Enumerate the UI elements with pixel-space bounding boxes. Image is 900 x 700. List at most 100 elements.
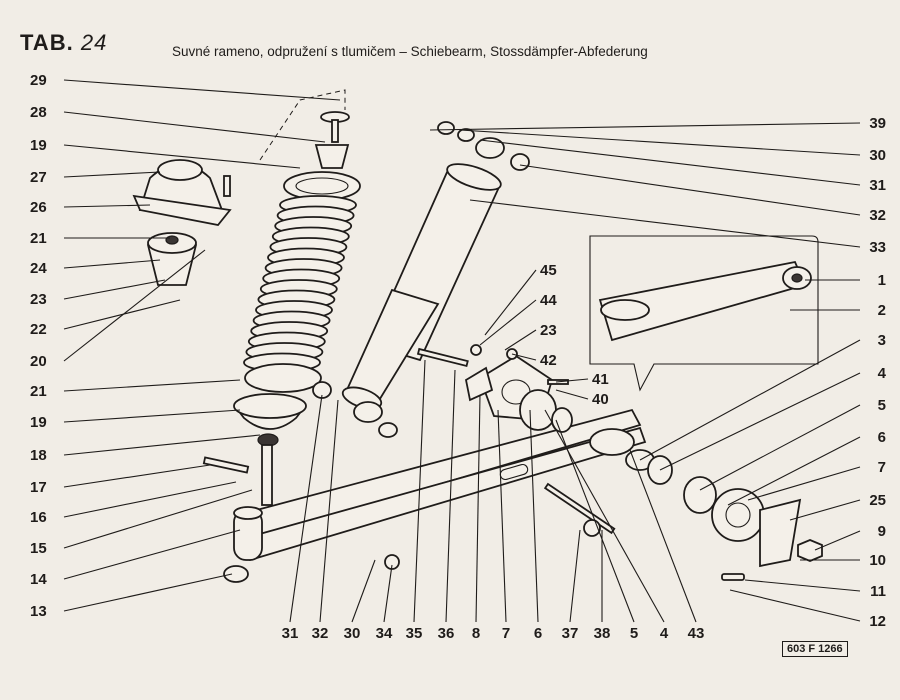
callout-bottom-7: 7 bbox=[502, 625, 510, 642]
callout-bottom-0: 31 bbox=[282, 625, 299, 642]
leader-line bbox=[63, 279, 166, 300]
leader-line bbox=[63, 573, 233, 612]
callout-right-1: 30 bbox=[869, 147, 886, 164]
callout-mid-0: 45 bbox=[540, 262, 557, 279]
diagram-caption: Suvné rameno, odpružení s tlumičem – Sch… bbox=[172, 44, 648, 59]
callout-bottom-5: 36 bbox=[438, 625, 455, 642]
leader-line bbox=[469, 199, 861, 248]
swing-arm bbox=[233, 408, 647, 562]
leader-line bbox=[63, 249, 206, 362]
tab-label: TAB. 24 bbox=[20, 30, 107, 56]
leader-line bbox=[555, 378, 589, 383]
callout-left-15: 15 bbox=[30, 540, 47, 557]
callout-left-1: 28 bbox=[30, 104, 47, 121]
leader-line bbox=[63, 171, 161, 178]
callout-left-16: 14 bbox=[30, 571, 47, 588]
inset-detail bbox=[589, 235, 819, 392]
callout-left-2: 19 bbox=[30, 137, 47, 154]
leader-line bbox=[639, 339, 861, 461]
leader-line bbox=[511, 353, 537, 361]
callout-right-11: 7 bbox=[878, 459, 886, 476]
leader-line bbox=[63, 489, 253, 549]
leader-line bbox=[63, 464, 211, 488]
callout-right-7: 3 bbox=[878, 332, 886, 349]
callout-mid-2: 23 bbox=[540, 322, 557, 339]
callout-bottom-4: 35 bbox=[406, 625, 423, 642]
callout-mid-1: 44 bbox=[540, 292, 557, 309]
callout-left-6: 24 bbox=[30, 260, 47, 277]
tab-prefix: TAB. bbox=[20, 30, 74, 55]
bearing-plate bbox=[416, 347, 616, 537]
leader-line bbox=[63, 481, 237, 518]
callout-right-0: 39 bbox=[869, 115, 886, 132]
leader-line bbox=[497, 409, 507, 623]
leader-line bbox=[63, 79, 341, 101]
callout-mid-3: 42 bbox=[540, 352, 557, 369]
callout-left-17: 13 bbox=[30, 603, 47, 620]
leader-line bbox=[63, 259, 161, 269]
leader-line bbox=[289, 394, 323, 623]
callout-left-4: 26 bbox=[30, 199, 47, 216]
callout-right-4: 33 bbox=[869, 239, 886, 256]
callout-bottom-12: 4 bbox=[660, 625, 669, 642]
callout-bottom-11: 5 bbox=[630, 625, 638, 642]
leader-line bbox=[63, 111, 326, 143]
shock-absorber bbox=[341, 137, 505, 423]
leader-line bbox=[459, 129, 861, 156]
callout-left-7: 23 bbox=[30, 291, 47, 308]
coil-spring bbox=[233, 171, 361, 506]
callout-left-12: 18 bbox=[30, 447, 47, 464]
tab-number: 24 bbox=[80, 30, 108, 55]
leader-line bbox=[659, 372, 861, 471]
callout-left-9: 20 bbox=[30, 353, 47, 370]
callout-left-5: 21 bbox=[30, 230, 47, 247]
leader-line bbox=[727, 436, 861, 506]
leader-line bbox=[63, 144, 301, 169]
callout-right-10: 6 bbox=[878, 429, 886, 446]
leader-line bbox=[63, 409, 241, 423]
callout-left-11: 19 bbox=[30, 414, 47, 431]
leader-line bbox=[63, 379, 241, 392]
callout-bottom-9: 37 bbox=[562, 625, 579, 642]
callout-left-14: 16 bbox=[30, 509, 47, 526]
callout-right-14: 10 bbox=[869, 552, 886, 569]
leader-line bbox=[319, 399, 339, 623]
leader-line bbox=[569, 529, 581, 623]
callout-left-3: 27 bbox=[30, 169, 47, 186]
leader-line bbox=[383, 564, 393, 623]
callout-bottom-3: 34 bbox=[376, 625, 393, 642]
leader-line bbox=[63, 299, 181, 330]
leader-line bbox=[744, 579, 861, 592]
callout-right-5: 1 bbox=[878, 272, 886, 289]
leader-line bbox=[63, 529, 241, 580]
leader-line bbox=[629, 449, 697, 623]
leader-line bbox=[484, 269, 537, 336]
leader-line bbox=[555, 389, 589, 400]
callout-right-6: 2 bbox=[878, 302, 886, 319]
callout-right-12: 25 bbox=[869, 492, 886, 509]
top-mount bbox=[132, 159, 232, 286]
callout-bottom-8: 6 bbox=[534, 625, 542, 642]
callout-right-3: 32 bbox=[869, 207, 886, 224]
leader-line bbox=[699, 404, 861, 491]
callout-bottom-13: 43 bbox=[688, 625, 705, 642]
leader-line bbox=[479, 139, 861, 186]
callout-right-9: 5 bbox=[878, 397, 886, 414]
leader-line bbox=[445, 369, 456, 623]
callout-mid-4: 41 bbox=[592, 371, 609, 388]
bump-stop bbox=[259, 89, 350, 169]
leader-line bbox=[479, 299, 537, 346]
leader-line bbox=[729, 589, 861, 622]
callout-left-0: 29 bbox=[30, 72, 47, 89]
small-hardware bbox=[202, 121, 569, 583]
callout-left-13: 17 bbox=[30, 479, 47, 496]
leader-line bbox=[519, 164, 861, 216]
leader-line bbox=[504, 329, 537, 351]
callout-left-8: 22 bbox=[30, 321, 47, 338]
callout-right-15: 11 bbox=[870, 583, 886, 600]
leader-line bbox=[814, 530, 861, 551]
leader-line bbox=[63, 434, 261, 456]
leader-line bbox=[429, 122, 861, 131]
